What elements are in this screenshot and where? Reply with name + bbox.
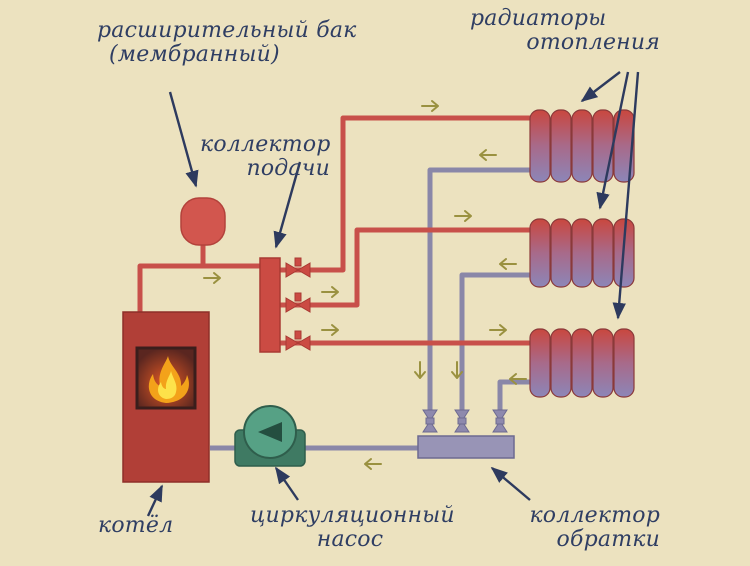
radiators <box>529 109 635 398</box>
pump-pointer <box>275 466 299 501</box>
supply-manifold <box>259 257 281 353</box>
label-line: радиаторы <box>470 6 607 31</box>
valve-icon <box>492 409 508 433</box>
expansion-tank <box>180 197 226 246</box>
supply-manifold-label: коллектор подачи <box>200 133 330 181</box>
label-line: коллектор <box>200 132 331 157</box>
return-manifold <box>417 435 515 459</box>
valve-icon <box>454 409 470 433</box>
label-line: расширительный бак <box>97 18 357 43</box>
flow-arrow-icon <box>451 361 463 379</box>
valve-icon <box>285 292 311 313</box>
supply-valves <box>285 257 311 351</box>
expansion-tank-label: расширительный бак (мембранный) <box>97 19 362 67</box>
flow-arrow-icon <box>454 210 472 222</box>
label-line: насос <box>316 527 384 552</box>
flow-arrow-icon <box>414 361 426 379</box>
label-line: коллектор <box>529 503 660 528</box>
radiator-middle <box>529 218 635 288</box>
return-valves <box>422 409 508 433</box>
label-line: циркуляционный <box>250 503 455 528</box>
label-pointers <box>146 71 640 517</box>
pump-arrow-icon <box>258 422 282 442</box>
radiator-top <box>529 109 635 183</box>
supply-manifold-pointer <box>273 161 302 249</box>
flow-arrow-icon <box>509 373 527 385</box>
circulation-pump <box>234 405 306 467</box>
label-line: обратки <box>556 527 660 552</box>
label-line: (мембранный) <box>109 42 280 67</box>
radiator-pointer-3 <box>612 71 640 320</box>
label-line: отопления <box>526 30 660 55</box>
flame-icon <box>148 356 189 403</box>
return-manifold-label: коллектор обратки <box>520 504 660 552</box>
flow-arrow-icon <box>421 100 439 112</box>
flow-arrows <box>203 100 527 470</box>
tank-pointer <box>168 91 199 188</box>
flow-arrow-icon <box>321 286 339 298</box>
boiler-label: котёл <box>98 513 174 538</box>
boiler <box>122 311 210 483</box>
flow-arrow-icon <box>321 324 339 336</box>
boiler-riser-pipe <box>137 263 262 315</box>
valve-icon <box>285 330 311 351</box>
radiator-bottom <box>529 328 635 398</box>
radiator-pointer-2 <box>596 71 630 210</box>
return-pipe-top <box>427 167 538 432</box>
supply-pipe-top <box>312 115 538 273</box>
supply-pipe-middle <box>312 227 538 308</box>
return-manifold-pointer <box>490 466 531 501</box>
pump-label: циркуляционный насос <box>250 503 455 552</box>
return-pipe-middle <box>459 272 538 432</box>
boiler-pointer <box>146 484 164 517</box>
radiator-pointer-1 <box>580 71 621 103</box>
flow-arrow-icon <box>203 272 221 284</box>
flow-arrow-icon <box>489 324 507 336</box>
label-line: подачи <box>246 156 330 181</box>
flow-arrow-icon <box>364 458 382 470</box>
radiators-label: радиаторы отопления <box>470 7 660 55</box>
valve-icon <box>285 257 311 278</box>
return-pipes <box>210 167 538 451</box>
flow-arrow-icon <box>499 258 517 270</box>
valve-icon <box>422 409 438 433</box>
flow-arrow-icon <box>479 149 497 161</box>
